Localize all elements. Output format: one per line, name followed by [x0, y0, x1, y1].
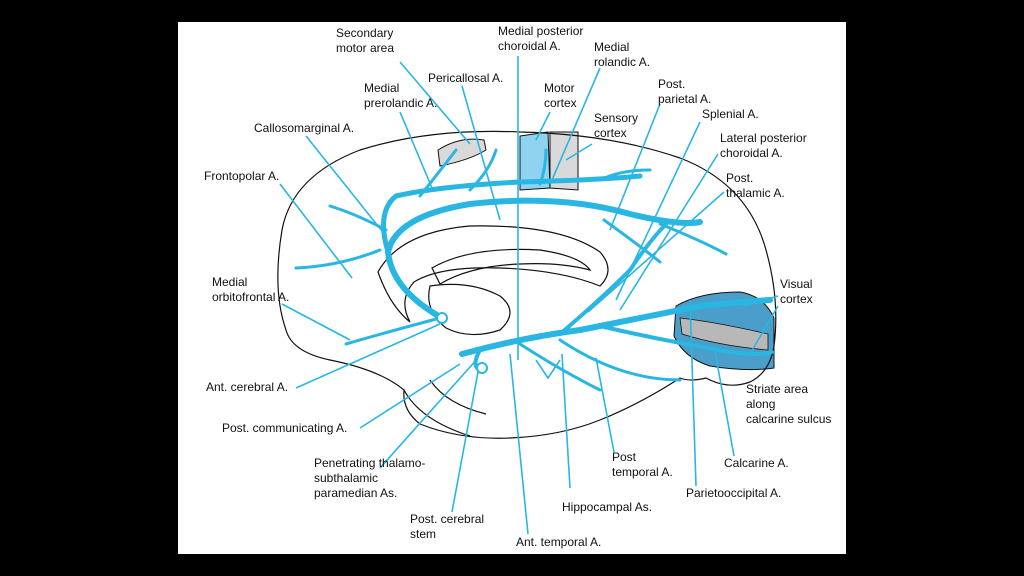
label-post-communicating: Post. communicating A.	[222, 421, 347, 435]
diagram-panel	[178, 22, 846, 554]
label-line: Medial	[364, 81, 399, 95]
label-line: Secondary	[336, 26, 393, 40]
label-line: Frontopolar A.	[204, 169, 279, 183]
corpus-callosum-outline	[377, 225, 609, 323]
thalamus-outline	[428, 283, 511, 336]
label-line: parietal A.	[658, 92, 711, 106]
label-calcarine: Calcarine A.	[724, 456, 789, 470]
label-ant-cerebral: Ant. cerebral A.	[206, 380, 288, 394]
label-line: Lateral posterior	[720, 131, 807, 145]
label-line: Pericallosal A.	[428, 71, 503, 85]
label-line: Striate area	[746, 382, 808, 396]
label-line: stem	[410, 527, 436, 541]
label-line: calcarine sulcus	[746, 412, 831, 426]
sensory-cortex-region	[549, 131, 579, 191]
label-line: Post.	[726, 171, 753, 185]
label-line: Parietooccipital A.	[686, 486, 781, 500]
label-callosomarginal: Callosomarginal A.	[254, 121, 354, 135]
label-line: thalamic A.	[726, 186, 785, 200]
label-line: Hippocampal As.	[562, 500, 652, 514]
brainstem-outline	[403, 379, 487, 437]
label-line: Medial posterior	[498, 24, 583, 38]
label-ant-temporal: Ant. temporal A.	[516, 535, 601, 549]
label-line: prerolandic A.	[364, 96, 437, 110]
ventricle-outline	[431, 248, 592, 285]
label-pericallosal: Pericallosal A.	[428, 71, 503, 85]
label-line: along	[746, 397, 775, 411]
label-line: Ant. cerebral A.	[206, 380, 288, 394]
label-line: choroidal A.	[498, 39, 561, 53]
label-line: Sensory	[594, 111, 638, 125]
label-post-parietal: Post.parietal A.	[658, 77, 711, 106]
label-line: Ant. temporal A.	[516, 535, 601, 549]
label-line: orbitofrontal A.	[212, 290, 289, 304]
label-line: subthalamic	[314, 471, 378, 485]
label-splenial: Splenial A.	[702, 107, 759, 121]
label-line: Post. cerebral	[410, 512, 484, 526]
label-line: Calcarine A.	[724, 456, 789, 470]
label-post-thalamic: Post.thalamic A.	[726, 171, 785, 200]
label-line: Visual	[780, 277, 812, 291]
label-line: rolandic A.	[594, 55, 650, 69]
label-line: Medial	[594, 40, 629, 54]
label-line: Medial	[212, 275, 247, 289]
brain-outline	[277, 130, 777, 439]
leader-lines	[279, 56, 779, 535]
label-line: Post.	[658, 77, 685, 91]
label-hippocampal: Hippocampal As.	[562, 500, 652, 514]
label-line: temporal A.	[612, 465, 673, 479]
label-line: Penetrating thalamo-	[314, 456, 425, 470]
label-line: motor area	[336, 41, 394, 55]
label-parietooccipital: Parietooccipital A.	[686, 486, 781, 500]
label-line: Motor	[544, 81, 575, 95]
label-line: Splenial A.	[702, 107, 759, 121]
label-line: cortex	[594, 126, 627, 140]
label-line: paramedian As.	[314, 486, 397, 500]
striate-area-region	[679, 317, 769, 351]
label-line: cortex	[780, 292, 813, 306]
label-line: Callosomarginal A.	[254, 121, 354, 135]
label-line: Post	[612, 450, 637, 464]
label-line: Post. communicating A.	[222, 421, 347, 435]
label-line: choroidal A.	[720, 146, 783, 160]
label-frontopolar: Frontopolar A.	[204, 169, 279, 183]
label-line: cortex	[544, 96, 577, 110]
